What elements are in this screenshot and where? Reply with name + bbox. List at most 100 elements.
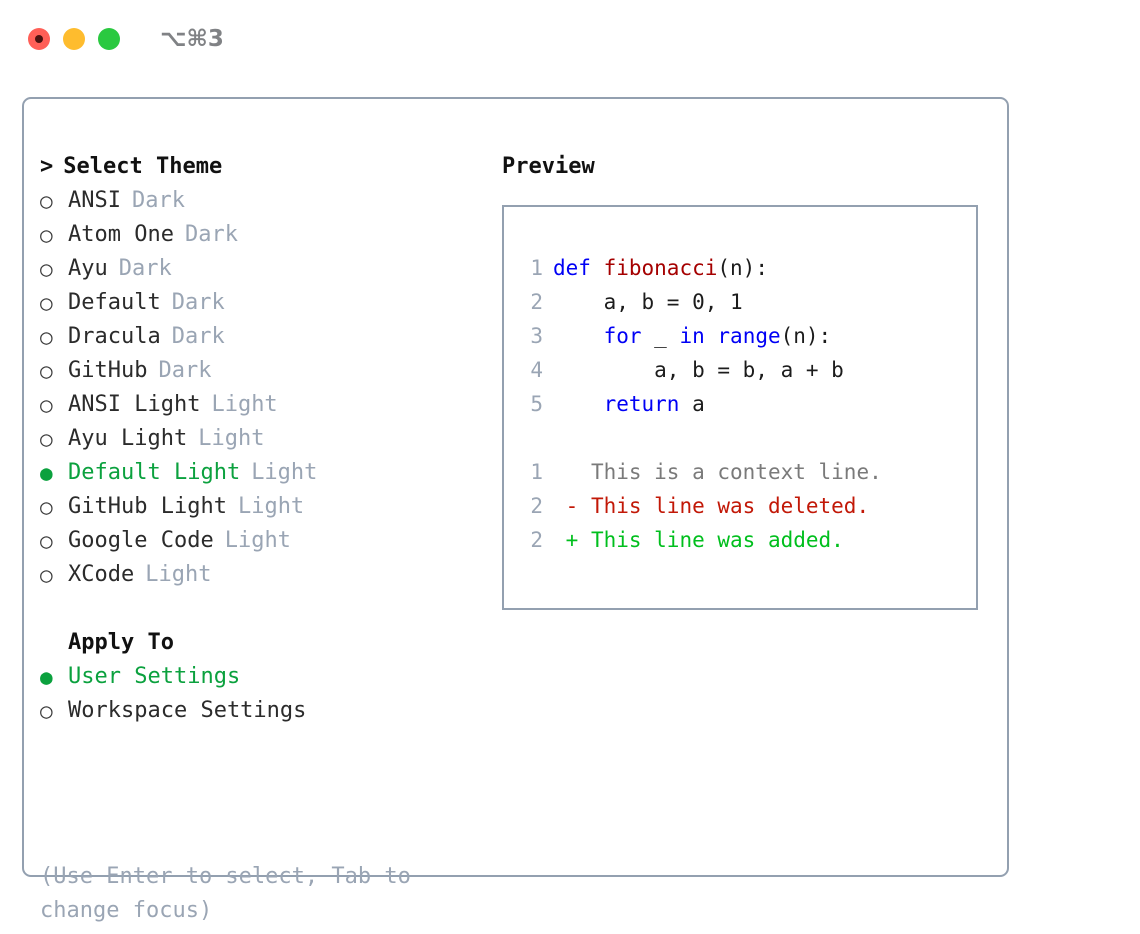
theme-variant-tag: Dark	[158, 358, 212, 383]
radio-selected-icon[interactable]: ●	[40, 461, 53, 485]
theme-variant-tag: Light	[198, 426, 265, 451]
minimize-button[interactable]	[63, 28, 85, 50]
code-line: 4 a, b = b, a + b	[517, 353, 970, 387]
radio-unselected-icon[interactable]: ○	[40, 427, 53, 451]
apply-to-item[interactable]: ● User Settings	[40, 660, 500, 694]
diff-line: 2 + This line was added.	[517, 523, 970, 557]
line-number: 4	[530, 358, 543, 382]
theme-name-label: ANSI	[68, 188, 121, 213]
apply-to-label: Workspace Settings	[68, 698, 307, 723]
diff-sample-block: 1 This is a context line.2 - This line w…	[517, 455, 970, 557]
theme-variant-tag: Light	[211, 392, 278, 417]
code-token: return	[603, 392, 680, 416]
keyboard-hint-text: (Use Enter to select, Tab to change focu…	[40, 864, 411, 923]
code-token: in	[679, 324, 705, 348]
code-token	[705, 324, 718, 348]
code-token: for	[603, 324, 642, 348]
radio-unselected-icon[interactable]: ○	[40, 563, 53, 587]
code-token: (n):	[780, 324, 832, 348]
diff-line: 1 This is a context line.	[517, 455, 970, 489]
line-number: 1	[530, 256, 543, 280]
code-token	[553, 392, 604, 416]
theme-list-item[interactable]: ○ Ayu Light Light	[40, 422, 500, 456]
apply-to-item[interactable]: ○ Workspace Settings	[40, 694, 500, 728]
radio-unselected-icon[interactable]: ○	[40, 359, 53, 383]
theme-variant-tag: Light	[224, 528, 291, 553]
zoom-button[interactable]	[98, 28, 120, 50]
theme-variant-tag: Light	[251, 460, 318, 485]
theme-list-item[interactable]: ○ XCode Light	[40, 558, 500, 592]
apply-to-label: User Settings	[68, 664, 241, 689]
code-line: 5 return a	[517, 387, 970, 421]
radio-unselected-icon[interactable]: ○	[40, 291, 53, 315]
theme-name-label: Ayu	[68, 256, 108, 281]
line-number: 2	[530, 528, 543, 552]
window-controls	[28, 28, 120, 50]
radio-unselected-icon[interactable]: ○	[40, 223, 53, 247]
line-number: 2	[530, 290, 543, 314]
radio-unselected-icon[interactable]: ○	[40, 393, 53, 417]
theme-list-item[interactable]: ● Default Light Light	[40, 456, 500, 490]
radio-unselected-icon[interactable]: ○	[40, 495, 53, 519]
theme-variant-tag: Dark	[184, 222, 238, 247]
caret-icon: >	[40, 154, 54, 179]
diff-marker: -	[553, 494, 591, 518]
theme-variant-tag: Dark	[171, 290, 225, 315]
radio-unselected-icon[interactable]: ○	[40, 189, 53, 213]
line-number: 3	[530, 324, 543, 348]
theme-name-label: XCode	[68, 562, 135, 587]
radio-selected-icon[interactable]: ●	[40, 665, 53, 689]
diff-text: This line was deleted.	[590, 494, 870, 518]
theme-name-label: Ayu Light	[68, 426, 188, 451]
theme-list-item[interactable]: ○ GitHub Dark	[40, 354, 500, 388]
theme-variant-tag: Dark	[171, 324, 225, 349]
theme-name-label: Default	[68, 290, 161, 315]
line-number: 5	[530, 392, 543, 416]
code-token: _	[641, 324, 680, 348]
diff-marker	[553, 460, 591, 484]
apply-to-list: ● User Settings ○ Workspace Settings	[40, 660, 500, 728]
line-number: 1	[530, 460, 543, 484]
code-token	[591, 256, 604, 280]
keyboard-shortcut-label: ⌥⌘3	[160, 26, 224, 52]
theme-variant-tag: Dark	[131, 188, 185, 213]
preview-heading: Preview	[502, 154, 595, 179]
theme-name-label: Default Light	[68, 460, 241, 485]
theme-variant-tag: Light	[237, 494, 305, 519]
theme-list-item[interactable]: ○ ANSI Dark	[40, 184, 500, 218]
close-button[interactable]	[28, 28, 50, 50]
diff-text: This line was added.	[590, 528, 844, 552]
radio-unselected-icon[interactable]: ○	[40, 257, 53, 281]
apply-to-heading-label: Apply To	[68, 630, 174, 655]
diff-marker: +	[553, 528, 591, 552]
theme-list-item[interactable]: ○ Default Dark	[40, 286, 500, 320]
select-theme-heading-label: Select Theme	[63, 154, 223, 179]
select-theme-heading: > Select Theme	[40, 150, 500, 184]
code-token: (n):	[717, 256, 768, 280]
theme-variant-tag: Light	[145, 562, 212, 587]
window-titlebar: ⌥⌘3	[0, 0, 1140, 78]
theme-list-item[interactable]: ○ ANSI Light Light	[40, 388, 500, 422]
code-token: a, b = 0, 1	[553, 290, 743, 314]
code-line: 3 for _ in range(n):	[517, 319, 970, 353]
radio-unselected-icon[interactable]: ○	[40, 529, 53, 553]
radio-unselected-icon[interactable]: ○	[40, 699, 53, 723]
diff-line: 2 - This line was deleted.	[517, 489, 970, 523]
radio-unselected-icon[interactable]: ○	[40, 325, 53, 349]
code-line: 2 a, b = 0, 1	[517, 285, 970, 319]
theme-name-label: ANSI Light	[68, 392, 201, 417]
apply-to-heading: Apply To	[40, 626, 500, 660]
code-token: a	[679, 392, 705, 416]
theme-name-label: GitHub	[68, 358, 148, 383]
